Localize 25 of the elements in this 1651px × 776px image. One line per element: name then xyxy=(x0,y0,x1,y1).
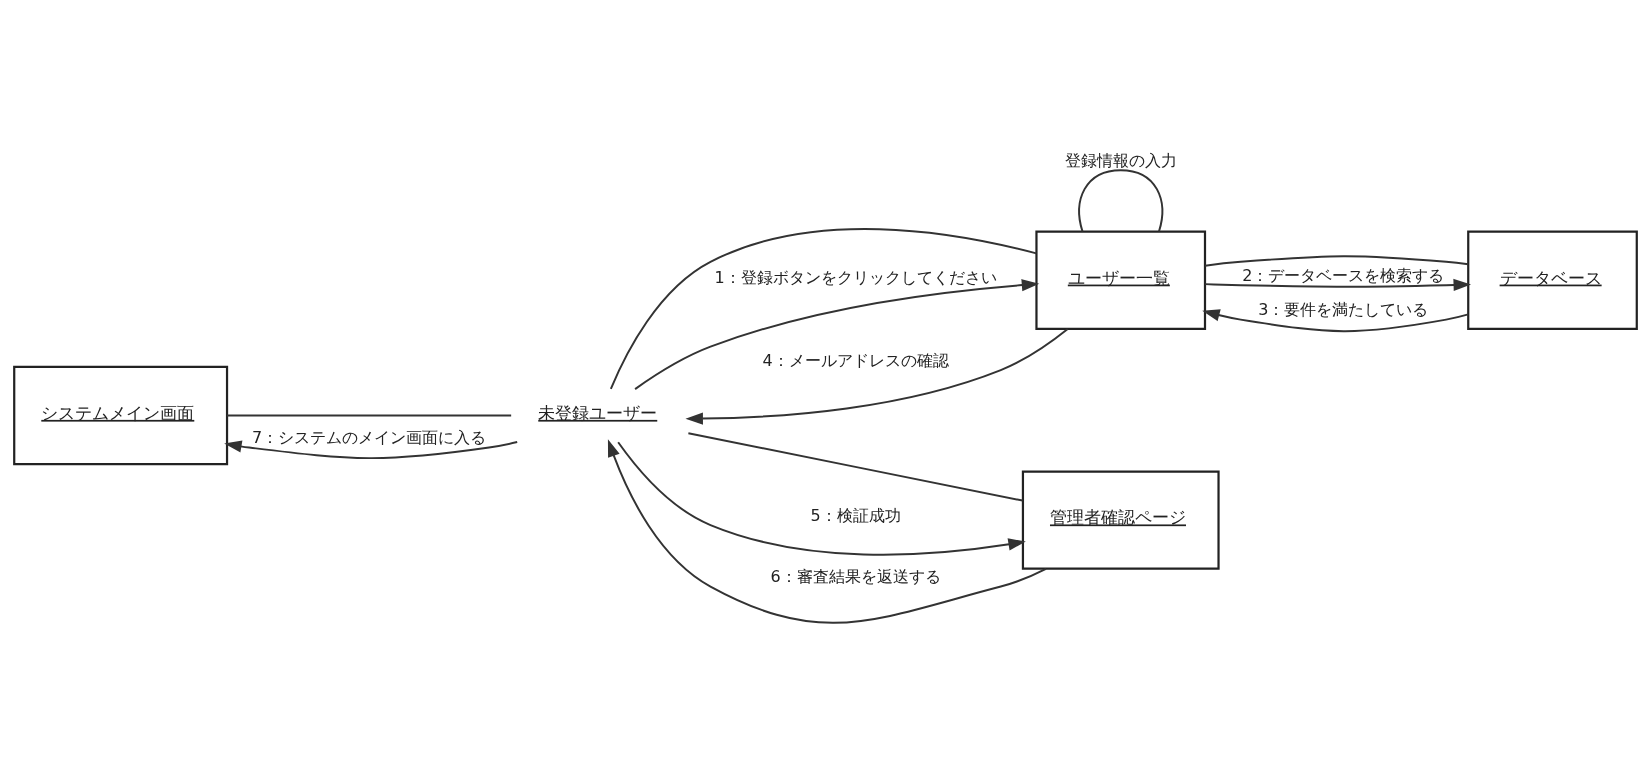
connector xyxy=(1078,169,1164,233)
edge-label: 3：要件を満たしている xyxy=(1258,300,1429,320)
node-box: ユーザー一覧 xyxy=(1035,230,1207,330)
edge-label: 2：データベースを検索する xyxy=(1242,265,1445,285)
connector xyxy=(226,414,513,417)
arrow xyxy=(224,440,519,460)
node-text: 未登録ユーザー xyxy=(538,402,658,423)
arrow xyxy=(607,439,1047,624)
edge-label: 7：システムのメイン画面に入る xyxy=(252,428,487,448)
edge-label: 登録情報の入力 xyxy=(1064,150,1177,170)
edge-label: 5：検証成功 xyxy=(810,505,901,525)
edge-label: 1：登録ボタンをクリックしてください xyxy=(714,268,997,288)
connector xyxy=(687,432,1024,502)
connector xyxy=(609,228,1038,390)
node-box: データベース xyxy=(1467,230,1638,330)
edge-label: 6：審査結果を返送する xyxy=(770,567,941,587)
arrow xyxy=(685,327,1069,425)
arrow xyxy=(617,441,1026,556)
arrow xyxy=(1204,278,1472,292)
node-box: システムメイン画面 xyxy=(13,365,229,466)
connector xyxy=(1204,255,1470,267)
arrow xyxy=(1202,309,1470,333)
arrow xyxy=(634,279,1040,391)
edge-label: 4：メールアドレスの確認 xyxy=(762,350,949,370)
node-box: 管理者確認ページ xyxy=(1021,470,1220,570)
